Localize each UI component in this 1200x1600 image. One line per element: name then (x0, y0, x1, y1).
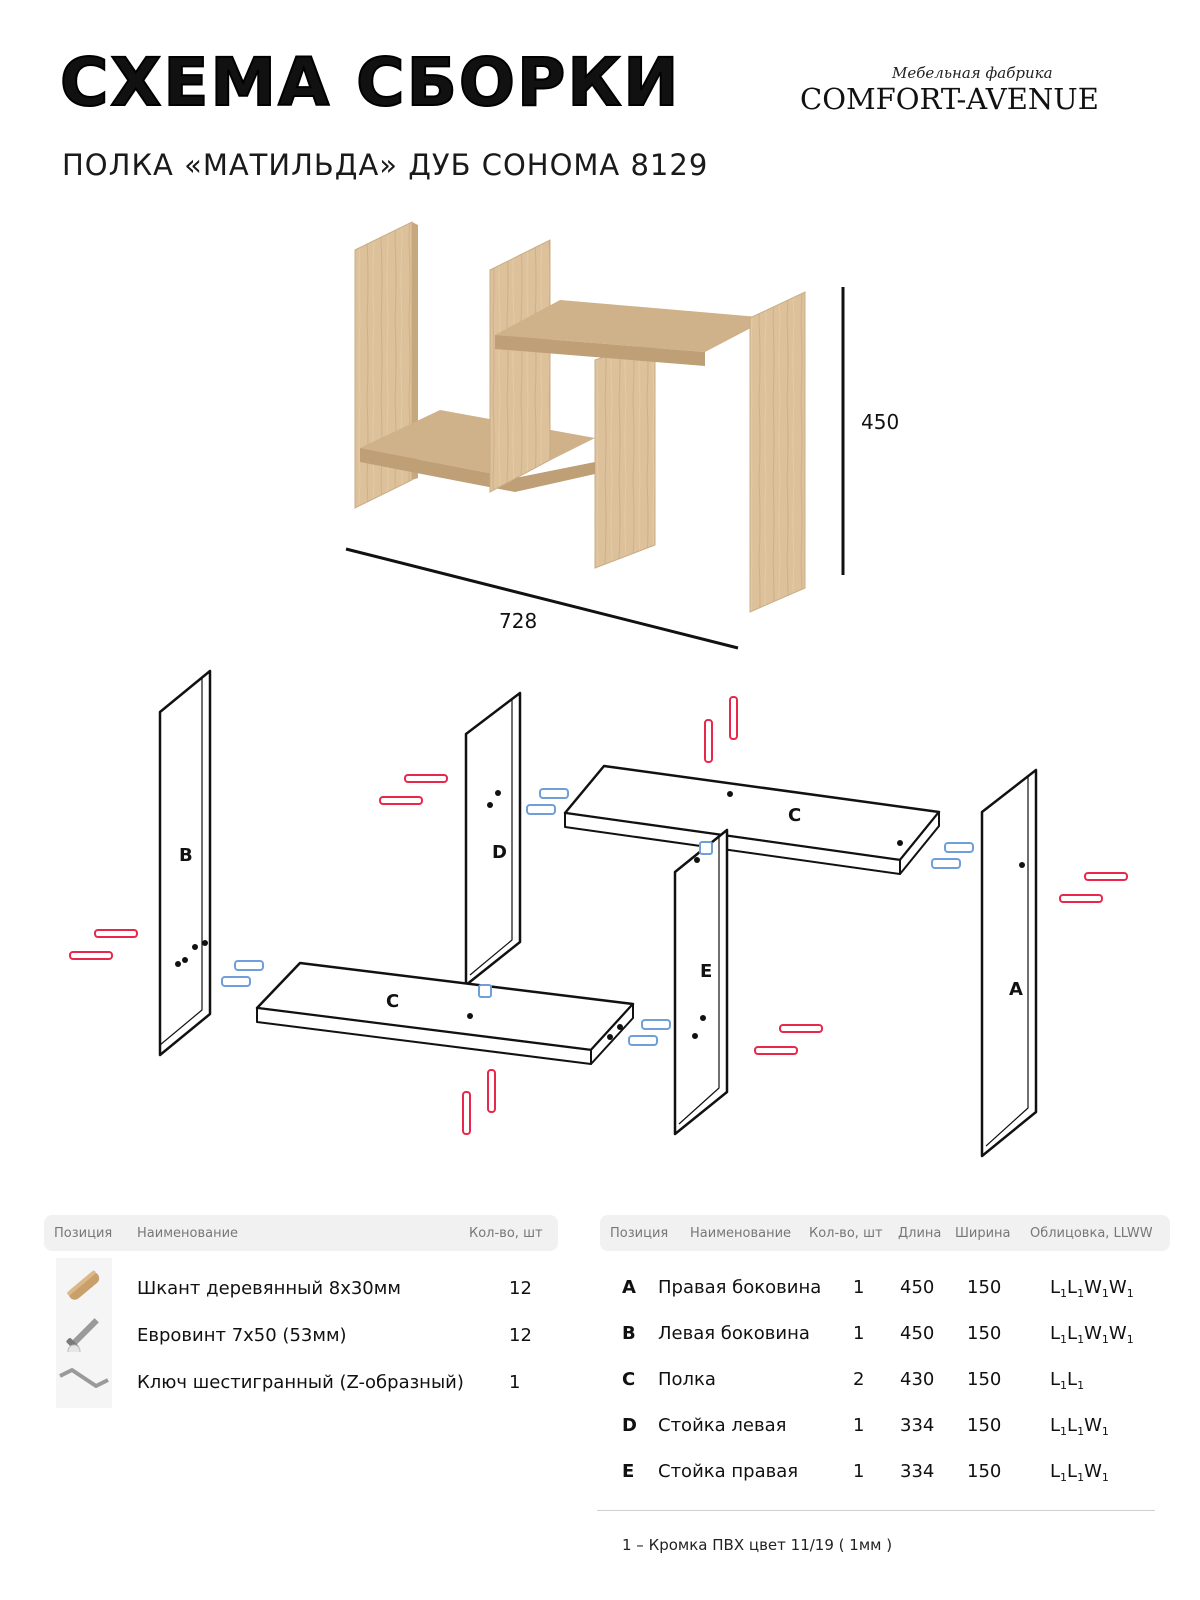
col-name: Наименование (137, 1226, 239, 1241)
hex-key-icon (56, 1352, 112, 1408)
col-qty: Кол-во, шт (469, 1226, 543, 1241)
screw-marks (221, 788, 974, 1046)
part-length: 430 (900, 1369, 935, 1390)
parts-row: E Стойка правая 1 334 150 L1L1W1 (600, 1461, 1170, 1489)
part-length: 334 (900, 1415, 935, 1436)
dowel-marks (69, 696, 1128, 1135)
part-qty: 2 (853, 1369, 865, 1390)
dowel-icon (56, 1258, 112, 1314)
hardware-row: Шкант деревянный 8х30мм 12 (44, 1258, 558, 1314)
part-label-a: A (1009, 979, 1023, 1000)
part-position: B (622, 1323, 636, 1344)
parts-row: C Полка 2 430 150 L1L1 (600, 1369, 1170, 1397)
edging-footnote: 1 – Кромка ПВХ цвет 11/19 ( 1мм ) (622, 1536, 893, 1554)
part-position: E (622, 1461, 635, 1482)
part-length: 450 (900, 1277, 935, 1298)
table-divider (597, 1510, 1155, 1511)
part-label-b: B (179, 845, 193, 866)
hardware-name: Шкант деревянный 8х30мм (137, 1278, 401, 1299)
col-width: Ширина (955, 1226, 1011, 1241)
col-qty: Кол-во, шт (809, 1226, 883, 1241)
part-edging: L1L1W1 (1050, 1415, 1109, 1438)
part-label-e: E (700, 961, 713, 982)
hardware-qty: 1 (509, 1372, 521, 1393)
part-position: D (622, 1415, 637, 1436)
part-width: 150 (967, 1415, 1002, 1436)
part-position: A (622, 1277, 636, 1298)
part-width: 150 (967, 1369, 1002, 1390)
part-edging: L1L1 (1050, 1369, 1085, 1392)
col-position: Позиция (610, 1226, 669, 1241)
parts-row: B Левая боковина 1 450 150 L1L1W1W1 (600, 1323, 1170, 1351)
col-name: Наименование (690, 1226, 792, 1241)
parts-table-header: Позиция Наименование Кол-во, шт Длина Ши… (600, 1215, 1170, 1251)
part-name: Правая боковина (658, 1277, 822, 1298)
part-edging: L1L1W1W1 (1050, 1323, 1134, 1346)
shelf-product-image (354, 221, 806, 613)
brand-tagline: Мебельная фабрика (892, 64, 1053, 82)
part-qty: 1 (853, 1323, 865, 1344)
product-subtitle: ПОЛКА «МАТИЛЬДА» ДУБ СОНОМА 8129 (62, 148, 709, 182)
part-edging: L1L1W1W1 (1050, 1277, 1134, 1300)
exploded-view (158, 669, 1038, 1158)
panel-d (464, 691, 522, 987)
width-dimension-line (345, 547, 739, 650)
panel-b (158, 669, 212, 1057)
hardware-name: Евровинт 7х50 (53мм) (137, 1325, 347, 1346)
part-position: C (622, 1369, 636, 1390)
parts-row: A Правая боковина 1 450 150 L1L1W1W1 (600, 1277, 1170, 1305)
hardware-name: Ключ шестигранный (Z-образный) (137, 1372, 464, 1393)
hardware-row: Евровинт 7х50 (53мм) 12 (44, 1305, 558, 1361)
screw-icon (56, 1305, 112, 1361)
brand-name: COMFORT-AVENUE (800, 82, 1099, 116)
col-position: Позиция (54, 1226, 113, 1241)
part-width: 150 (967, 1277, 1002, 1298)
brand-logo: Мебельная фабрика COMFORT-AVENUE (800, 64, 1120, 116)
hardware-row: Ключ шестигранный (Z-образный) 1 (44, 1352, 558, 1408)
hardware-table-header: Позиция Наименование Кол-во, шт (44, 1215, 558, 1251)
part-width: 150 (967, 1323, 1002, 1344)
part-qty: 1 (853, 1277, 865, 1298)
part-edging: L1L1W1 (1050, 1461, 1109, 1484)
assembly-illustration (69, 221, 1128, 1158)
height-dimension-label: 450 (861, 410, 900, 434)
col-edging: Облицовка, LLWW (1030, 1226, 1153, 1241)
part-width: 150 (967, 1461, 1002, 1482)
hardware-qty: 12 (509, 1278, 532, 1299)
part-name: Полка (658, 1369, 716, 1390)
part-name: Стойка левая (658, 1415, 787, 1436)
part-label-c-lower: C (386, 991, 400, 1012)
part-length: 334 (900, 1461, 935, 1482)
page-title: СХЕМА СБОРКИ (59, 44, 681, 121)
part-name: Стойка правая (658, 1461, 799, 1482)
hardware-qty: 12 (509, 1325, 532, 1346)
part-qty: 1 (853, 1415, 865, 1436)
col-length: Длина (898, 1226, 942, 1241)
part-label-d: D (492, 842, 507, 863)
part-name: Левая боковина (658, 1323, 810, 1344)
parts-row: D Стойка левая 1 334 150 L1L1W1 (600, 1415, 1170, 1443)
part-length: 450 (900, 1323, 935, 1344)
part-label-c-upper: C (788, 805, 802, 826)
width-dimension-label: 728 (499, 609, 538, 633)
part-qty: 1 (853, 1461, 865, 1482)
